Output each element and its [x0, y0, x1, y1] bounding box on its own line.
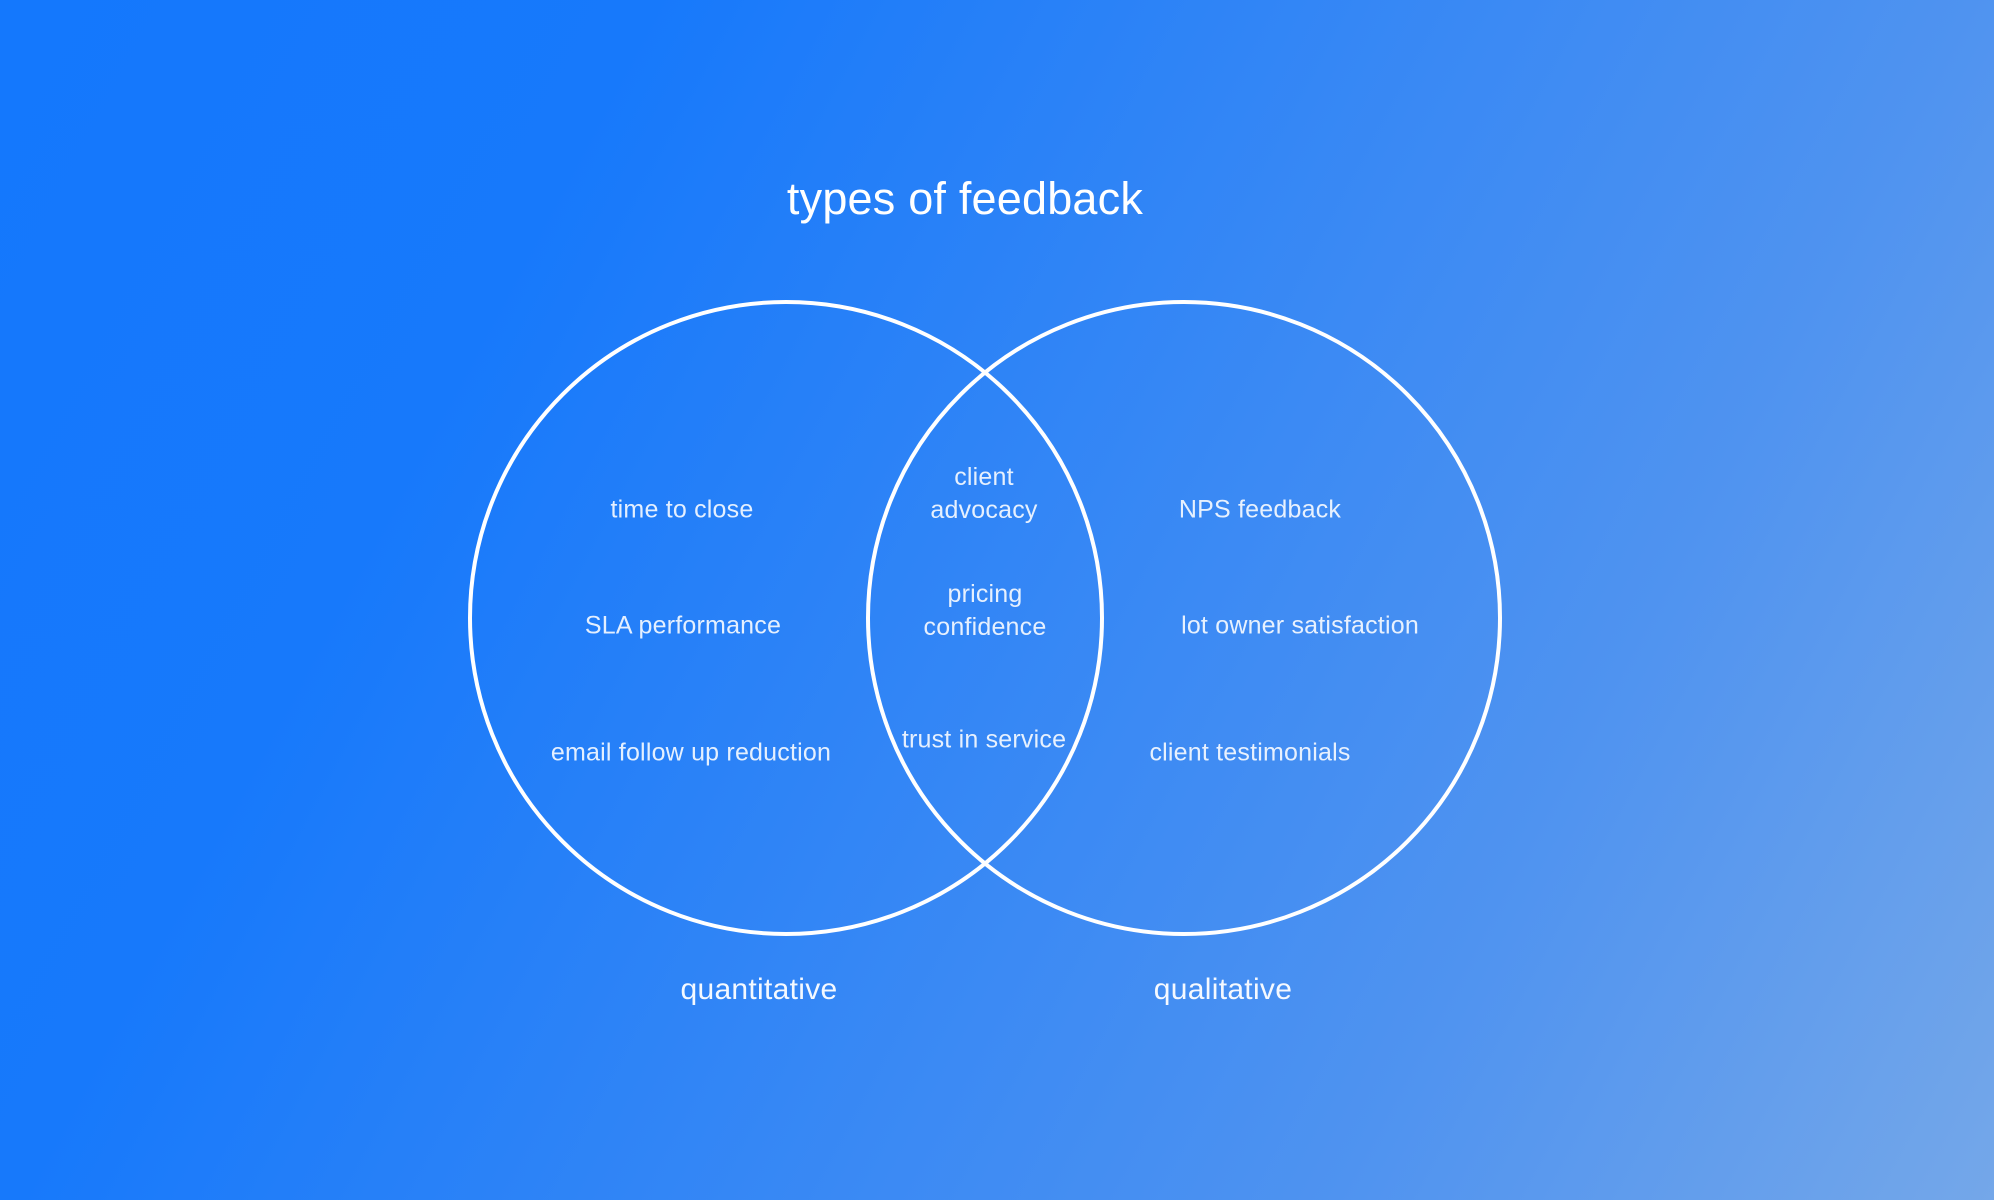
left-set-item: SLA performance — [584, 611, 782, 640]
left-set-item: email follow up reduction — [550, 738, 832, 767]
right-set-item: NPS feedback — [1178, 495, 1342, 524]
overlap-item: client advocacy — [930, 463, 1038, 524]
right-circle-outline — [866, 300, 1502, 936]
right-set-item: client testimonials — [1149, 738, 1351, 767]
right-set-item: lot owner satisfaction — [1181, 611, 1419, 640]
left-set-item: time to close — [610, 495, 754, 524]
left-set-label: quantitative — [680, 973, 838, 1006]
overlap-item: trust in service — [901, 725, 1067, 754]
page-title: types of feedback — [786, 173, 1144, 224]
right-set-label: qualitative — [1153, 973, 1293, 1006]
left-circle-outline — [468, 300, 1104, 936]
overlap-item: pricing confidence — [923, 580, 1047, 641]
